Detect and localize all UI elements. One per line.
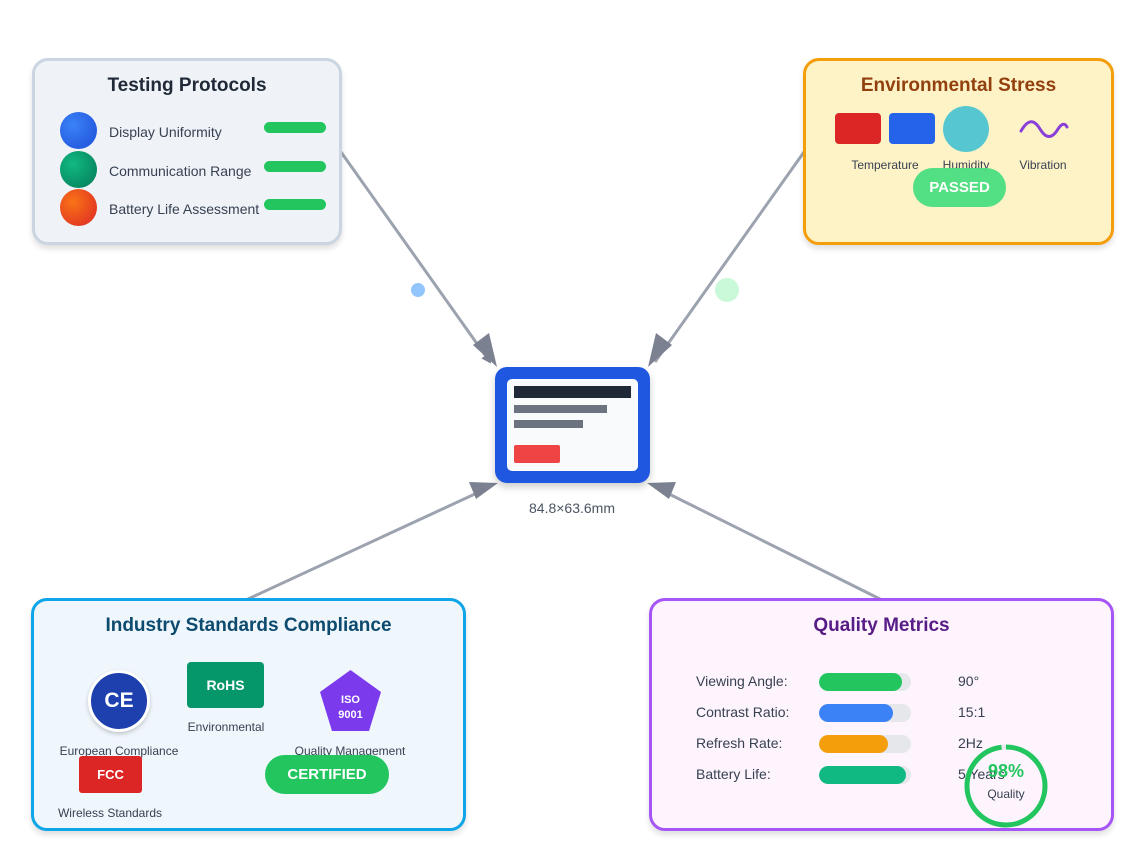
rohs-badge-text: RoHS xyxy=(206,677,245,693)
quality-metric-value: 90° xyxy=(958,673,980,689)
quality-gauge-label: Quality xyxy=(987,787,1025,801)
protocol-status-bar xyxy=(264,161,326,172)
quality-metric-row: Refresh Rate: 2Hz xyxy=(696,733,1026,755)
environmental-stress-panel: Environmental Stress Temperature Humidit… xyxy=(803,58,1114,245)
iso-badge-line1: ISO xyxy=(341,694,360,706)
quality-metric-bar-track xyxy=(819,766,911,784)
quality-metric-bar-fill xyxy=(819,673,902,691)
quality-metric-value: 15:1 xyxy=(958,704,986,720)
device-screen xyxy=(507,379,638,471)
quality-metric-bar-track xyxy=(819,673,911,691)
arrow-testing-to-device xyxy=(339,151,492,364)
quality-metrics-panel: Quality Metrics Viewing Angle: 90° Contras… xyxy=(649,598,1114,831)
protocol-item-communication-range: Communication Range xyxy=(60,151,330,191)
iso-badge-label: Quality Management xyxy=(294,744,406,758)
protocol-label: Communication Range xyxy=(109,163,252,179)
iso-badge-line2: 9001 xyxy=(338,709,363,721)
arrowhead-quality xyxy=(647,482,676,499)
screen-header-line xyxy=(514,386,631,398)
testing-protocols-panel: Testing Protocols Display Uniformity Com… xyxy=(32,58,342,245)
protocol-dot-icon xyxy=(60,189,97,226)
quality-metric-row: Battery Life:5 Years xyxy=(696,764,1026,786)
quality-metric-value: 2Hz xyxy=(958,735,983,751)
protocol-status-bar xyxy=(264,122,326,133)
device-dimension-label: 84.8×63.6mm xyxy=(529,500,615,516)
temperature-swatch-icon xyxy=(835,113,881,144)
floating-dot-green xyxy=(715,278,739,302)
quality-metric-row: Viewing Angle: 90° xyxy=(696,671,1026,693)
protocol-label: Battery Life Assessment xyxy=(109,201,260,217)
fcc-badge-text: FCC xyxy=(97,767,124,782)
rohs-badge-icon: RoHS xyxy=(187,662,264,708)
floating-dot-blue xyxy=(411,283,425,297)
quality-metric-label: Viewing Angle: xyxy=(696,673,788,689)
arrow-quality-to-device xyxy=(654,485,881,601)
arrow-std-to-device xyxy=(247,485,491,601)
vibration-label: Vibration xyxy=(1019,158,1067,172)
rohs-badge-label: Environmental xyxy=(187,720,265,734)
vibration-wave-icon xyxy=(1019,120,1069,138)
quality-metric-label: Contrast Ratio: xyxy=(696,704,790,720)
quality-metrics-title: Quality Metrics xyxy=(813,615,950,636)
protocol-dot-icon xyxy=(60,112,97,149)
quality-gauge-ring xyxy=(964,744,1048,828)
ce-badge-label: European Compliance xyxy=(59,744,179,758)
quality-metric-label: Battery Life: xyxy=(696,766,771,782)
standards-compliance-panel: Industry Standards Compliance CE Europea… xyxy=(31,598,466,831)
passed-badge: PASSED xyxy=(913,168,1006,207)
temperature-label: Temperature xyxy=(851,158,919,172)
testing-protocols-title: Testing Protocols xyxy=(107,75,267,96)
quality-gauge-value: 98% xyxy=(987,761,1025,781)
iso-badge-icon xyxy=(320,670,381,731)
screen-text-line xyxy=(514,405,607,413)
ce-badge-text: CE xyxy=(104,689,134,712)
fcc-badge-label: Wireless Standards xyxy=(57,806,163,820)
certified-badge: CERTIFIED xyxy=(265,755,389,794)
protocol-item-display-uniformity: Display Uniformity xyxy=(60,112,330,152)
screen-button-block xyxy=(514,445,560,463)
protocol-dot-icon xyxy=(60,151,97,188)
quality-metric-bar-fill xyxy=(819,766,906,784)
quality-metric-bar-fill xyxy=(819,735,888,753)
protocol-item-battery-life: Battery Life Assessment xyxy=(60,189,330,229)
screen-text-line xyxy=(514,420,583,428)
arrowhead-std xyxy=(469,482,498,499)
arrowhead-env xyxy=(648,333,672,367)
quality-metric-label: Refresh Rate: xyxy=(696,735,783,751)
fcc-badge-icon: FCC xyxy=(79,756,142,793)
arrow-env-to-device xyxy=(653,151,806,363)
device-illustration xyxy=(495,367,650,483)
quality-metric-bar-fill xyxy=(819,704,893,722)
arrowhead-testing xyxy=(473,333,497,367)
quality-metric-row: Contrast Ratio: 15:1 xyxy=(696,702,1026,724)
ce-badge-icon: CE xyxy=(88,670,150,732)
quality-metric-bar-track xyxy=(819,704,911,722)
protocol-status-bar xyxy=(264,199,326,210)
standards-compliance-title: Industry Standards Compliance xyxy=(105,615,392,636)
blue-swatch-icon xyxy=(889,113,935,144)
environmental-stress-title: Environmental Stress xyxy=(860,75,1057,96)
humidity-drop-icon xyxy=(943,106,989,152)
quality-metric-bar-track xyxy=(819,735,911,753)
iso-badge-text: ISO 9001 xyxy=(319,693,382,723)
protocol-label: Display Uniformity xyxy=(109,124,222,140)
